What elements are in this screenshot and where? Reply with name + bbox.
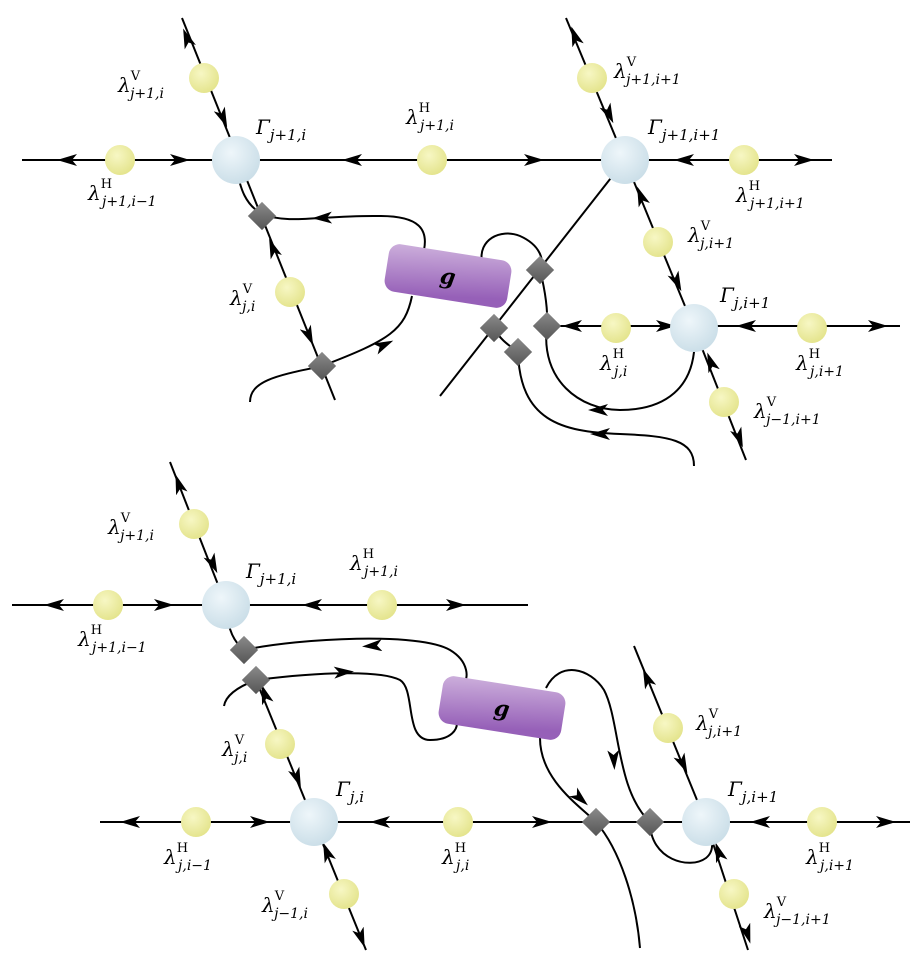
bottom-gate-lower-loop (255, 672, 458, 742)
bottom-weights (93, 509, 837, 909)
swap-diamond (532, 311, 562, 341)
bottom-gate-label: g (492, 695, 511, 723)
lambda-node (189, 63, 219, 93)
gamma-node (290, 798, 338, 846)
gamma-label: Γj,i+1 (719, 283, 770, 312)
bottom-gate-lower-leg (539, 737, 641, 949)
lambda-node (93, 590, 123, 620)
top-gate: g (384, 244, 512, 308)
lambda-node (275, 277, 305, 307)
gamma-node (682, 798, 730, 846)
gamma-node (670, 304, 718, 352)
lambda-node (105, 145, 135, 175)
lambda-node (329, 879, 359, 909)
swap-diamond (241, 665, 271, 695)
swap-diamond (229, 635, 259, 665)
gamma-node (212, 136, 260, 184)
bottom-gate: g (438, 676, 566, 740)
swap-diamond (581, 807, 611, 837)
top-gate-label: g (438, 263, 457, 291)
top-weights (105, 63, 827, 417)
lambda-node (265, 729, 295, 759)
lambda-node (443, 807, 473, 837)
gamma-label: Γj+1,i (245, 559, 296, 588)
lambda-node (181, 807, 211, 837)
lambda-node (709, 387, 739, 417)
lambda-node (653, 713, 683, 743)
swap-diamond (503, 337, 533, 367)
top-arrows (57, 26, 888, 448)
gamma-label: Γj+1,i+1 (647, 115, 720, 144)
bottom-diamonds (229, 635, 665, 837)
top-bottom-leg (517, 351, 695, 467)
swap-diamond (635, 807, 665, 837)
top-network: g (22, 17, 900, 467)
top-diagonal-bond (439, 159, 626, 397)
top-lower-loop (545, 325, 696, 412)
lambda-node (643, 227, 673, 257)
top-tensors (212, 136, 718, 352)
gamma-label: Γj+1,i (255, 115, 306, 144)
top-gate-loop-lower (249, 295, 413, 403)
lambda-node (797, 313, 827, 343)
lambda-node (601, 313, 631, 343)
bottom-gate-right-loop (545, 669, 651, 823)
lambda-node (367, 590, 397, 620)
lambda-node (417, 145, 447, 175)
swap-diamond (307, 351, 337, 381)
lambda-node (807, 807, 837, 837)
bottom-gate-upper-loop (243, 637, 468, 683)
swap-diamond (479, 313, 509, 343)
gamma-node (601, 136, 649, 184)
lambda-node (179, 509, 209, 539)
gamma-label: Γj,i+1 (727, 777, 778, 806)
lambda-node (719, 879, 749, 909)
lambda-node (729, 145, 759, 175)
gamma-node (202, 581, 250, 629)
lambda-node (577, 63, 607, 93)
top-gate-loop-upper (261, 213, 426, 251)
bottom-tensors (202, 581, 730, 846)
bottom-network: g Γj+1,i Γj,i Γj,i+ (12, 461, 910, 951)
gamma-label: Γj,i (335, 777, 364, 806)
swap-diamond (525, 255, 555, 285)
